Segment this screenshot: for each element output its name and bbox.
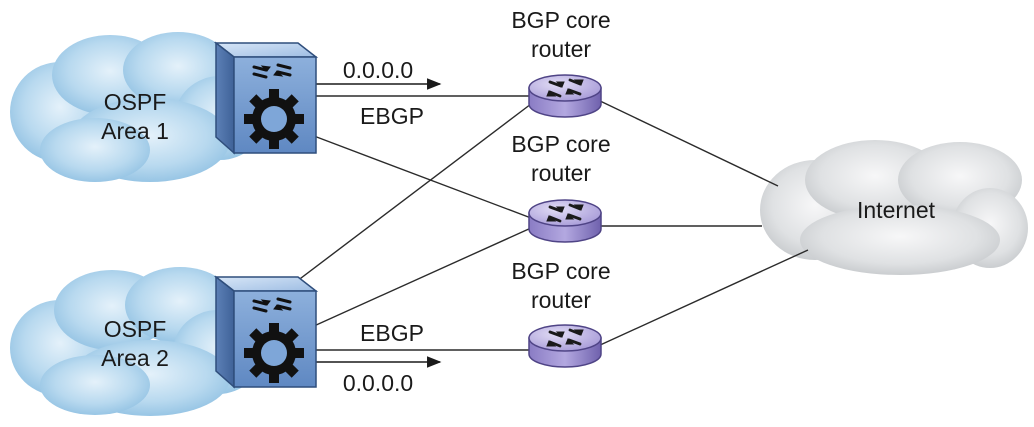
internet-label: Internet xyxy=(857,197,936,223)
bottom-router-label-line1: BGP core xyxy=(511,258,610,284)
area2-route-label: 0.0.0.0 xyxy=(343,370,413,396)
area2-label-line1: OSPF xyxy=(104,316,167,342)
router-arrows-icon xyxy=(527,73,603,119)
link-area1-middle-router xyxy=(313,135,532,219)
area1-route-label: 0.0.0.0 xyxy=(343,57,413,83)
bottom-bgp-router xyxy=(527,323,603,369)
internet-cloud xyxy=(760,140,1028,275)
top-router-label-line1: BGP core xyxy=(511,7,610,33)
router-arrows-icon xyxy=(527,323,603,369)
router-arrows-icon xyxy=(527,198,603,244)
area2-protocol-label: EBGP xyxy=(360,320,424,346)
top-bgp-router xyxy=(527,73,603,119)
area1-protocol-label: EBGP xyxy=(360,103,424,129)
middle-router-label-line1: BGP core xyxy=(511,131,610,157)
link-area2-top-router xyxy=(271,103,532,301)
switch-gear-icon xyxy=(214,275,318,389)
switch-gear-icon xyxy=(214,41,318,155)
bottom-router-label-line2: router xyxy=(531,287,591,313)
link-bottom-router-internet xyxy=(597,249,809,347)
area-1-switch xyxy=(214,41,318,155)
link-area2-middle-router xyxy=(313,227,532,327)
area1-label-line1: OSPF xyxy=(104,89,167,115)
middle-router-label-line2: router xyxy=(531,160,591,186)
area1-label-line2: Area 1 xyxy=(101,118,169,144)
middle-bgp-router xyxy=(527,198,603,244)
network-links xyxy=(271,95,809,351)
link-top-router-internet xyxy=(597,99,779,187)
area-2-switch xyxy=(214,275,318,389)
area2-label-line2: Area 2 xyxy=(101,345,169,371)
top-router-label-line2: router xyxy=(531,36,591,62)
